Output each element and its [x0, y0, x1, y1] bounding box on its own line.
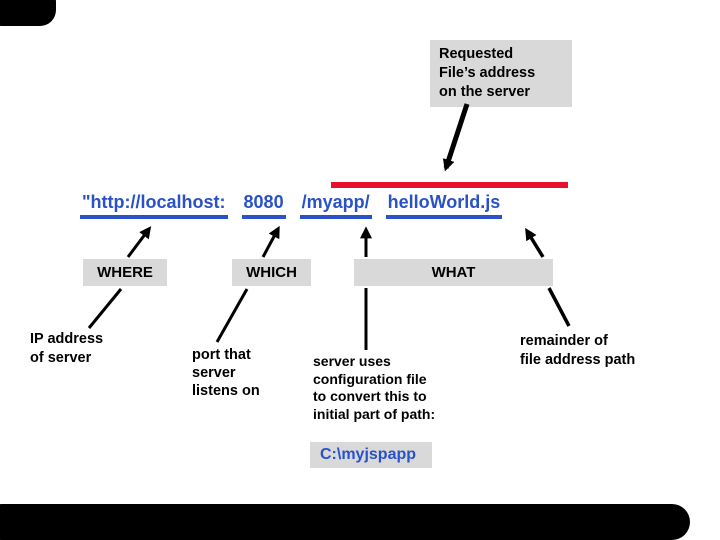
- arrow-callout-to-url: [442, 103, 470, 172]
- url-segment-protocol-host: "http://localhost:: [80, 192, 228, 219]
- red-emphasis-bar: [331, 182, 568, 188]
- label-what: WHAT: [354, 259, 553, 286]
- note-config-file: server uses configuration file to conver…: [313, 353, 436, 422]
- arrow-which-to-port: [261, 225, 280, 258]
- arrow-what-to-file: [525, 227, 545, 258]
- line-which-to-port-note: [215, 288, 249, 343]
- note-converted-path: C:\myjspapp: [310, 442, 432, 468]
- url-segment-file: helloWorld.js: [385, 192, 503, 219]
- url-segment-port: 8080: [241, 192, 286, 219]
- line-what-to-remainder-note: [547, 287, 571, 327]
- callout-requested-file-address: Requested File’s address on the server: [430, 40, 572, 107]
- note-ip-address: IP address of server: [30, 331, 104, 366]
- label-which: WHICH: [232, 259, 311, 286]
- arrow-where-to-host: [126, 226, 152, 258]
- url-line: "http://localhost: 8080 /myapp/ helloWor…: [80, 192, 503, 219]
- line-where-to-ip-note: [87, 288, 123, 329]
- slide-bottom-bar-decoration: [0, 504, 690, 540]
- slide-corner-decoration: [0, 0, 56, 26]
- label-where: WHERE: [83, 259, 167, 286]
- url-segment-app-path: /myapp/: [299, 192, 372, 219]
- note-remainder-path: remainder of file address path: [520, 333, 636, 368]
- note-port: port that server listens on: [192, 347, 260, 399]
